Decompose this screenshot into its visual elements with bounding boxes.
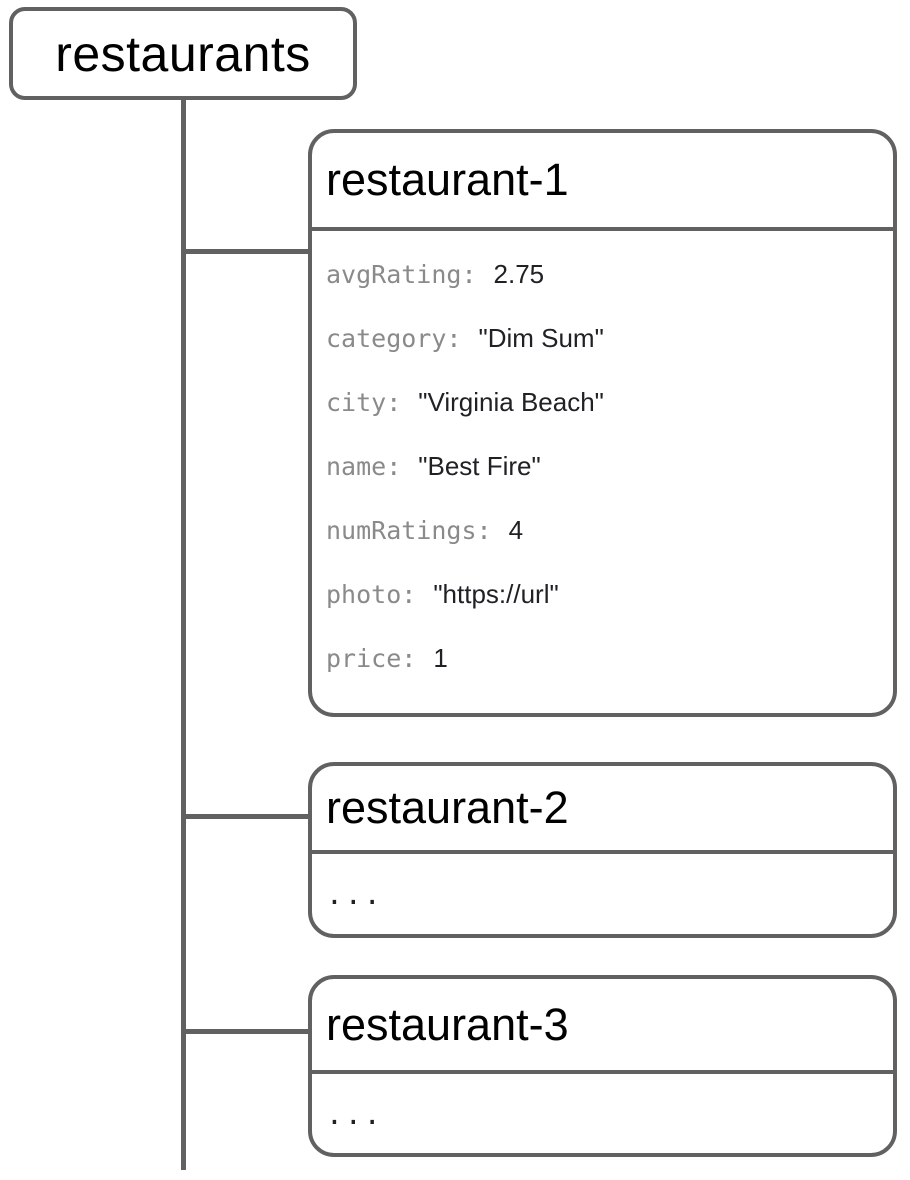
document-node-restaurant-3: restaurant-3 ...: [308, 975, 897, 1157]
field-value: "Dim Sum": [478, 322, 604, 353]
field-key: photo:: [326, 579, 417, 609]
field-key: name:: [326, 451, 402, 481]
collection-node-restaurants: restaurants: [9, 7, 357, 100]
field-key: avgRating:: [326, 259, 477, 289]
field-row-avgRating: avgRating: 2.75: [326, 242, 893, 306]
connector-line-restaurant-1: [183, 249, 310, 254]
field-value: "https://url": [433, 578, 559, 609]
field-row-price: price: 1: [326, 626, 893, 690]
document-node-restaurant-2: restaurant-2 ...: [308, 762, 897, 938]
tree-trunk-line: [181, 98, 186, 1170]
connector-line-restaurant-3: [183, 1029, 310, 1034]
field-row-photo: photo: "https://url": [326, 562, 893, 626]
document-collapsed-ellipsis: ...: [326, 1097, 383, 1131]
field-value: 1: [433, 642, 448, 673]
field-row-name: name: "Best Fire": [326, 434, 893, 498]
field-value: 2.75: [493, 258, 545, 289]
field-row-city: city: "Virginia Beach": [326, 370, 893, 434]
document-title: restaurant-3: [312, 979, 893, 1074]
document-title: restaurant-2: [312, 766, 893, 854]
document-collapsed-ellipsis: ...: [326, 877, 383, 911]
field-row-numRatings: numRatings: 4: [326, 498, 893, 562]
field-key: numRatings:: [326, 515, 492, 545]
field-row-category: category: "Dim Sum": [326, 306, 893, 370]
field-key: city:: [326, 387, 402, 417]
document-node-restaurant-1: restaurant-1 avgRating: 2.75 category: "…: [308, 129, 897, 717]
document-fields: avgRating: 2.75 category: "Dim Sum" city…: [312, 231, 893, 690]
document-title: restaurant-1: [312, 133, 893, 231]
field-value: "Best Fire": [418, 450, 541, 481]
field-key: price:: [326, 643, 417, 673]
field-key: category:: [326, 323, 462, 353]
collection-label: restaurants: [55, 25, 311, 82]
field-value: "Virginia Beach": [418, 386, 604, 417]
field-value: 4: [508, 514, 524, 545]
connector-line-restaurant-2: [183, 814, 310, 819]
